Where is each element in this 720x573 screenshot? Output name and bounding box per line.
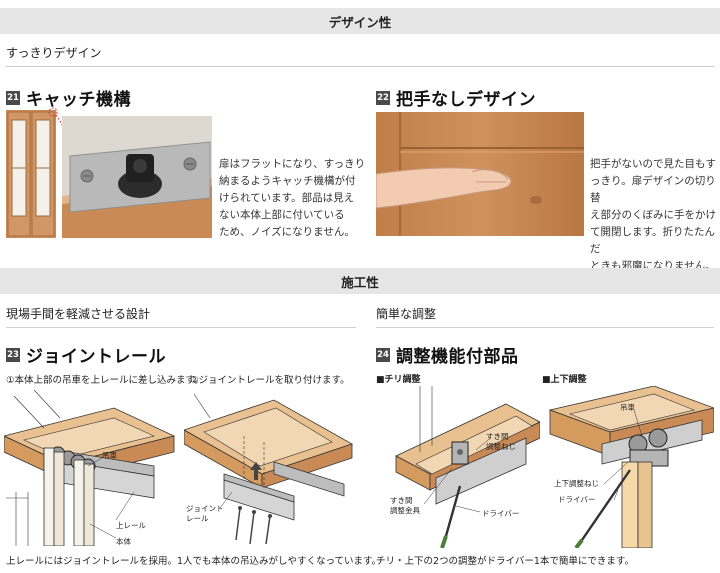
item-24-caption: チリ・上下の2つの調整がドライバー1本で簡単にできます。: [376, 556, 634, 567]
label-upper-rail: 上レール: [116, 521, 146, 530]
step-2-caption: ②ジョイントレールを取り付けます。: [190, 375, 350, 386]
label-driver-updown: ドライバー: [558, 495, 596, 504]
label-joint-rail: ジョイント レール: [186, 504, 224, 524]
block-title-updown: ■上下調整: [542, 375, 587, 385]
step-1-caption: ①本体上部の吊車を上レールに差し込みます。: [6, 375, 204, 386]
description-line: ない本体上部に付いている: [219, 209, 345, 221]
label-line: ジョイント: [186, 504, 224, 513]
label-line: 調整ねじ: [486, 442, 516, 451]
description-line: ため、ノイズになりません。: [219, 226, 355, 238]
divider: [6, 327, 356, 328]
updown-adjust-illustration: [548, 386, 714, 548]
item-21-heading: 21 キャッチ機構: [6, 85, 131, 110]
label-driver-chiri: ドライバー: [482, 509, 520, 518]
label-hanger-updown: 吊車: [620, 403, 635, 412]
divider: [376, 327, 714, 328]
hanger-insertion-illustration: [4, 389, 176, 546]
item-title: 調整機能付部品: [396, 347, 519, 367]
item-number-badge: 22: [376, 90, 390, 105]
label-line: 調整金具: [390, 506, 420, 515]
label-line: レール: [186, 514, 209, 523]
label-body: 本体: [116, 537, 131, 546]
chiri-adjust-illustration: [395, 386, 540, 548]
item-21-description: 扉はフラットになり、すっきり 納まるようキャッチ機構が付 けられています。部品は…: [219, 156, 365, 241]
section-band-construction: 施工性: [0, 268, 720, 294]
item-22-description: 把手がないので見た目もす っきり。扉デザインの切り替 え部分のくぼみに手をかけ …: [590, 156, 720, 275]
item-number-badge: 24: [376, 347, 390, 362]
item-number-badge: 23: [6, 347, 20, 362]
description-line: っきり。扉デザインの切り替: [590, 175, 716, 204]
item-title: ジョイントレール: [26, 347, 166, 367]
construction-left-subtitle: 現場手間を軽減させる設計: [6, 307, 151, 321]
section-title-design: デザイン性: [328, 14, 392, 30]
catch-mechanism-photo: [62, 116, 212, 238]
construction-right-subtitle: 簡単な調整: [376, 307, 437, 321]
label-gap-screw: すき間 調整ねじ: [486, 432, 516, 452]
item-23-heading: 23 ジョイントレール: [6, 342, 166, 367]
block-title-chiri: ■チリ調整: [376, 375, 421, 385]
item-number-badge: 21: [6, 90, 20, 105]
item-24-heading: 24 調整機能付部品: [376, 342, 519, 367]
design-subtitle: すっきりデザイン: [6, 46, 102, 60]
handleless-door-photo: [376, 112, 584, 236]
item-23-caption: 上レールにはジョイントレールを採用。1人でも本体の吊込みがしやすくなっています。: [6, 556, 382, 567]
label-hanger: 吊車: [102, 451, 117, 460]
label-line: すき間: [390, 496, 413, 505]
joint-rail-attach-illustration: [184, 393, 353, 545]
divider: [6, 66, 714, 67]
label-line: すき間: [486, 432, 509, 441]
description-line: 納まるようキャッチ機構が付: [219, 175, 356, 187]
description-line: え部分のくぼみに手をかけ: [590, 209, 716, 221]
item-title: キャッチ機構: [26, 90, 131, 110]
description-line: けられています。部品は見え: [219, 192, 355, 204]
section-band-design: デザイン性: [0, 8, 720, 34]
label-updown-screw: 上下調整ねじ: [554, 479, 599, 488]
item-title: 把手なしデザイン: [396, 90, 536, 110]
description-line: て開閉します。折りたたんだ: [590, 226, 715, 255]
folding-door-illustration: [6, 110, 56, 238]
item-22-heading: 22 把手なしデザイン: [376, 85, 536, 110]
description-line: 扉はフラットになり、すっきり: [219, 158, 366, 170]
label-gap-fitting: すき間 調整金具: [390, 496, 420, 516]
description-line: 把手がないので見た目もす: [590, 158, 716, 170]
section-title-construction: 施工性: [341, 274, 379, 290]
